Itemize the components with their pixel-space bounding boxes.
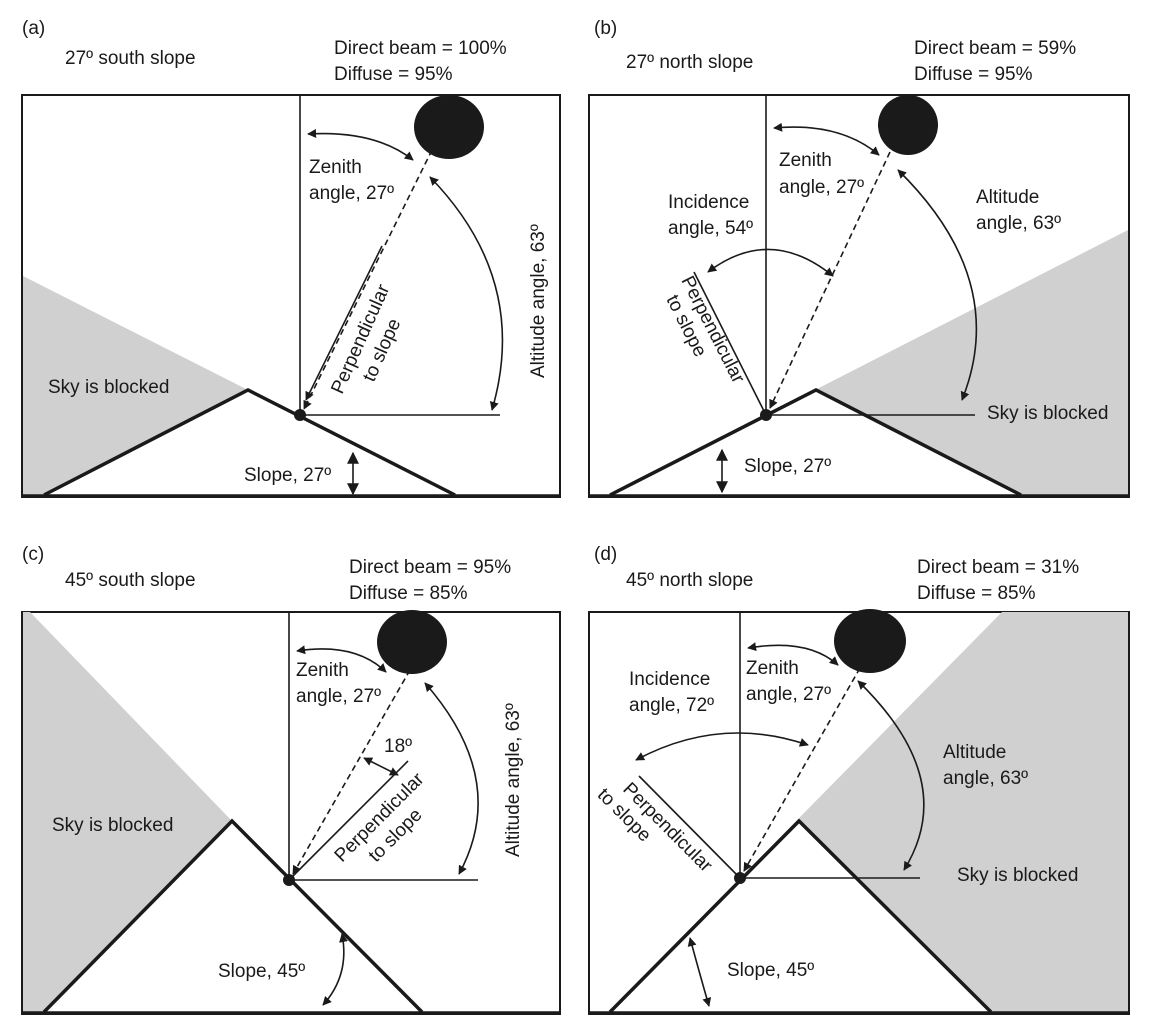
panel-d-incidence-line2: angle, 72º (629, 695, 714, 716)
panel-b-diffuse: Diffuse = 95% (914, 64, 1033, 85)
panel-c-slope-profile (42, 818, 424, 1014)
panel-a-zenith-line1: Zenith (309, 157, 362, 178)
panel-a-slope-profile (43, 388, 456, 497)
panel-c-frame (21, 611, 561, 1015)
panel-c-sun (377, 610, 447, 674)
panel-a-slope-label: 27º south slope (65, 48, 196, 69)
panel-a: (a) 27º south slope Direct beam = 100% D… (21, 18, 561, 498)
panel-d-zenith-arc (747, 642, 839, 666)
panel-b-slope-angle: Slope, 27º (744, 456, 831, 477)
panel-b-zenith-line2: angle, 27º (779, 177, 864, 198)
panel-c-zenith-line2: angle, 27º (296, 686, 381, 707)
panel-d-altitude-line1: Altitude (943, 742, 1006, 763)
panel-b-sun (878, 95, 938, 155)
panel-d-sky-blocked: Sky is blocked (957, 865, 1078, 886)
panel-c-zenith-line1: Zenith (296, 660, 349, 681)
panel-d-incidence-line1: Incidence (629, 669, 710, 690)
panel-a-perpendicular (305, 245, 383, 401)
panel-d-altitude-line2: angle, 63º (943, 768, 1028, 789)
panel-c-slope-arc (322, 933, 348, 1006)
panel-c-perpendicular (288, 760, 409, 881)
panel-b-altitude-line2: angle, 63º (976, 213, 1061, 234)
panel-d-sun (834, 609, 906, 673)
panel-a-zenith-line2: angle, 27º (309, 183, 394, 204)
panel-a-diffuse: Diffuse = 95% (334, 64, 453, 85)
panel-c-altitude-label: Altitude angle, 63º (503, 703, 524, 857)
panel-d-altitude-arc (857, 680, 925, 871)
panel-a-altitude-label: Altitude angle, 63º (528, 224, 549, 378)
panel-c-sky-blocked: Sky is blocked (52, 815, 173, 836)
panel-a-sun (414, 95, 484, 159)
panel-d-letter: (d) (594, 544, 617, 565)
panel-b-incidence-line2: angle, 54º (668, 218, 753, 239)
panel-d-diffuse: Diffuse = 85% (917, 583, 1036, 604)
panel-c-sun-ray (292, 669, 411, 875)
panel-d-perpendicular (638, 775, 741, 879)
panel-d-slope-arc (687, 937, 712, 1007)
panel-c-point (283, 874, 295, 886)
panel-b-incidence-arc (707, 248, 834, 277)
panel-d-zenith-line1: Zenith (746, 658, 799, 679)
panel-c-small-angle-arrow (363, 757, 399, 776)
panel-c-direct-beam: Direct beam = 95% (349, 557, 511, 578)
panel-b-zenith-arc (773, 122, 880, 156)
panel-b-sun-ray (769, 151, 891, 409)
panel-d-incidence-arc (635, 732, 809, 761)
panel-d-slope-label: 45º north slope (626, 570, 753, 591)
panel-c-zenith-arc (296, 645, 387, 673)
panel-a-direct-beam: Direct beam = 100% (334, 38, 507, 59)
panel-b-incidence-line1: Incidence (668, 192, 749, 213)
panel-c-small-angle: 18º (384, 736, 412, 757)
panel-b-altitude-arc (897, 169, 978, 401)
panel-c: (c) 45º south slope Direct beam = 95% Di… (21, 544, 561, 1015)
panel-a-zenith-arc (307, 129, 414, 161)
panel-c-diffuse: Diffuse = 85% (349, 583, 468, 604)
panel-c-blocked-sky (23, 612, 232, 1012)
panel-b-slope-label: 27º north slope (626, 52, 753, 73)
panel-a-altitude-arc (429, 176, 504, 411)
panel-a-sun-ray (303, 149, 433, 410)
panel-d-direct-beam: Direct beam = 31% (917, 557, 1079, 578)
panel-b-direct-beam: Direct beam = 59% (914, 38, 1076, 59)
panel-a-blocked-sky (23, 276, 248, 496)
panel-d-slope-profile (608, 818, 993, 1014)
panel-b-point (760, 409, 772, 421)
panel-c-altitude-arc (424, 682, 479, 875)
panel-d-slope-angle: Slope, 45º (727, 960, 814, 981)
panel-b: (b) 27º north slope Direct beam = 59% Di… (588, 18, 1130, 498)
panel-b-sky-blocked: Sky is blocked (987, 403, 1108, 424)
panel-a-sky-blocked: Sky is blocked (48, 377, 169, 398)
panel-c-slope-label: 45º south slope (65, 570, 196, 591)
panel-d-point (734, 872, 746, 884)
panel-a-slope-angle: Slope, 27º (244, 465, 331, 486)
panel-b-perpendicular (693, 271, 767, 416)
panel-d-blocked-sky (740, 612, 1128, 1012)
panel-b-zenith-line1: Zenith (779, 150, 832, 171)
panel-d: (d) 45º north slope Direct beam = 31% Di… (588, 544, 1130, 1015)
panel-a-point (294, 409, 306, 421)
panel-b-slope-profile (609, 388, 1022, 497)
panel-a-letter: (a) (22, 18, 45, 39)
panel-b-altitude-line1: Altitude (976, 187, 1039, 208)
panel-d-sun-ray (743, 667, 861, 872)
panel-d-zenith-line2: angle, 27º (746, 684, 831, 705)
panel-c-slope-angle: Slope, 45º (218, 961, 305, 982)
panel-b-letter: (b) (594, 18, 617, 39)
panel-c-letter: (c) (22, 544, 44, 565)
